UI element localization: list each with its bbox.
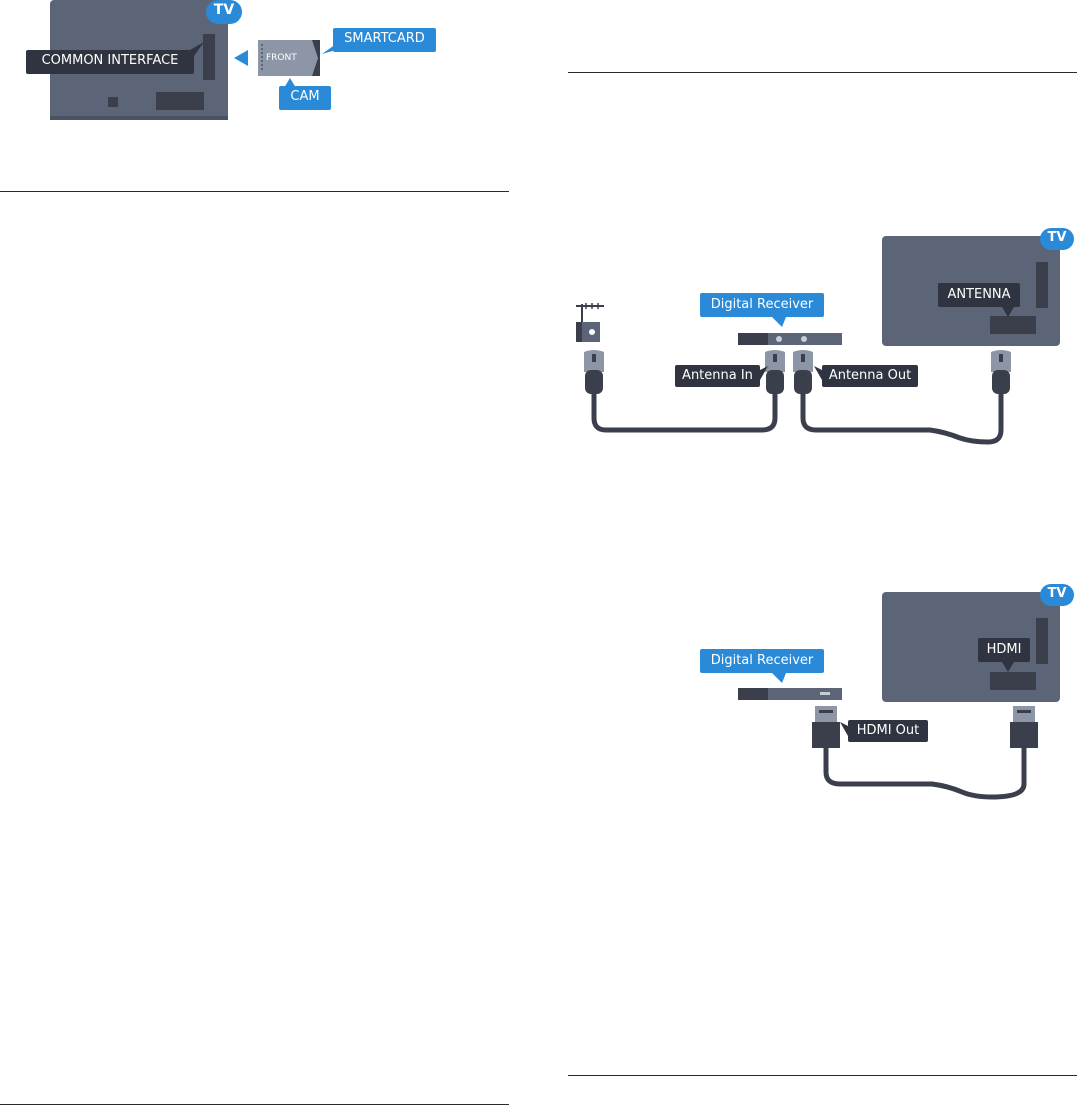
- tv-panel: [882, 592, 1060, 702]
- antenna-cable: [594, 394, 775, 430]
- hdmi-plug: [1010, 706, 1038, 748]
- insert-arrow-icon: [234, 50, 248, 66]
- ci-slot: [203, 34, 215, 80]
- coax-plug: [765, 350, 785, 394]
- smartcard-label: SMARTCARD: [333, 31, 436, 46]
- antenna-port-label: ANTENNA: [938, 287, 1020, 302]
- section-divider: [568, 72, 1077, 73]
- tv-badge-label: TV: [206, 2, 242, 18]
- hdmi-port-label: HDMI: [978, 642, 1030, 657]
- antenna-out-label: Antenna Out: [822, 368, 918, 383]
- hdmi-plug: [812, 706, 840, 748]
- tv-port: [108, 97, 118, 107]
- digital-receiver: [738, 333, 842, 345]
- digital-receiver: [738, 688, 842, 700]
- coax-plug: [793, 350, 813, 394]
- tv-badge-label: TV: [1040, 586, 1074, 601]
- coax-plug: [991, 350, 1011, 394]
- antenna-in-label: Antenna In: [675, 368, 760, 383]
- digital-receiver-label: Digital Receiver: [700, 653, 824, 668]
- tv-badge-label: TV: [1040, 230, 1074, 245]
- tv-port-block: [156, 92, 204, 110]
- tv-panel-bottom-edge: [50, 116, 228, 120]
- cam-label: CAM: [279, 89, 331, 104]
- hdmi-cable: [826, 748, 1024, 797]
- digital-receiver-label: Digital Receiver: [700, 297, 824, 312]
- antenna-cable: [803, 394, 1001, 442]
- hdmi-out-label: HDMI Out: [848, 723, 928, 738]
- common-interface-label: COMMON INTERFACE: [26, 53, 194, 68]
- section-divider: [568, 1075, 1077, 1076]
- coax-plug: [584, 350, 604, 394]
- front-label: FRONT: [266, 53, 297, 63]
- section-divider: [0, 191, 509, 192]
- antenna-icon: [576, 303, 604, 342]
